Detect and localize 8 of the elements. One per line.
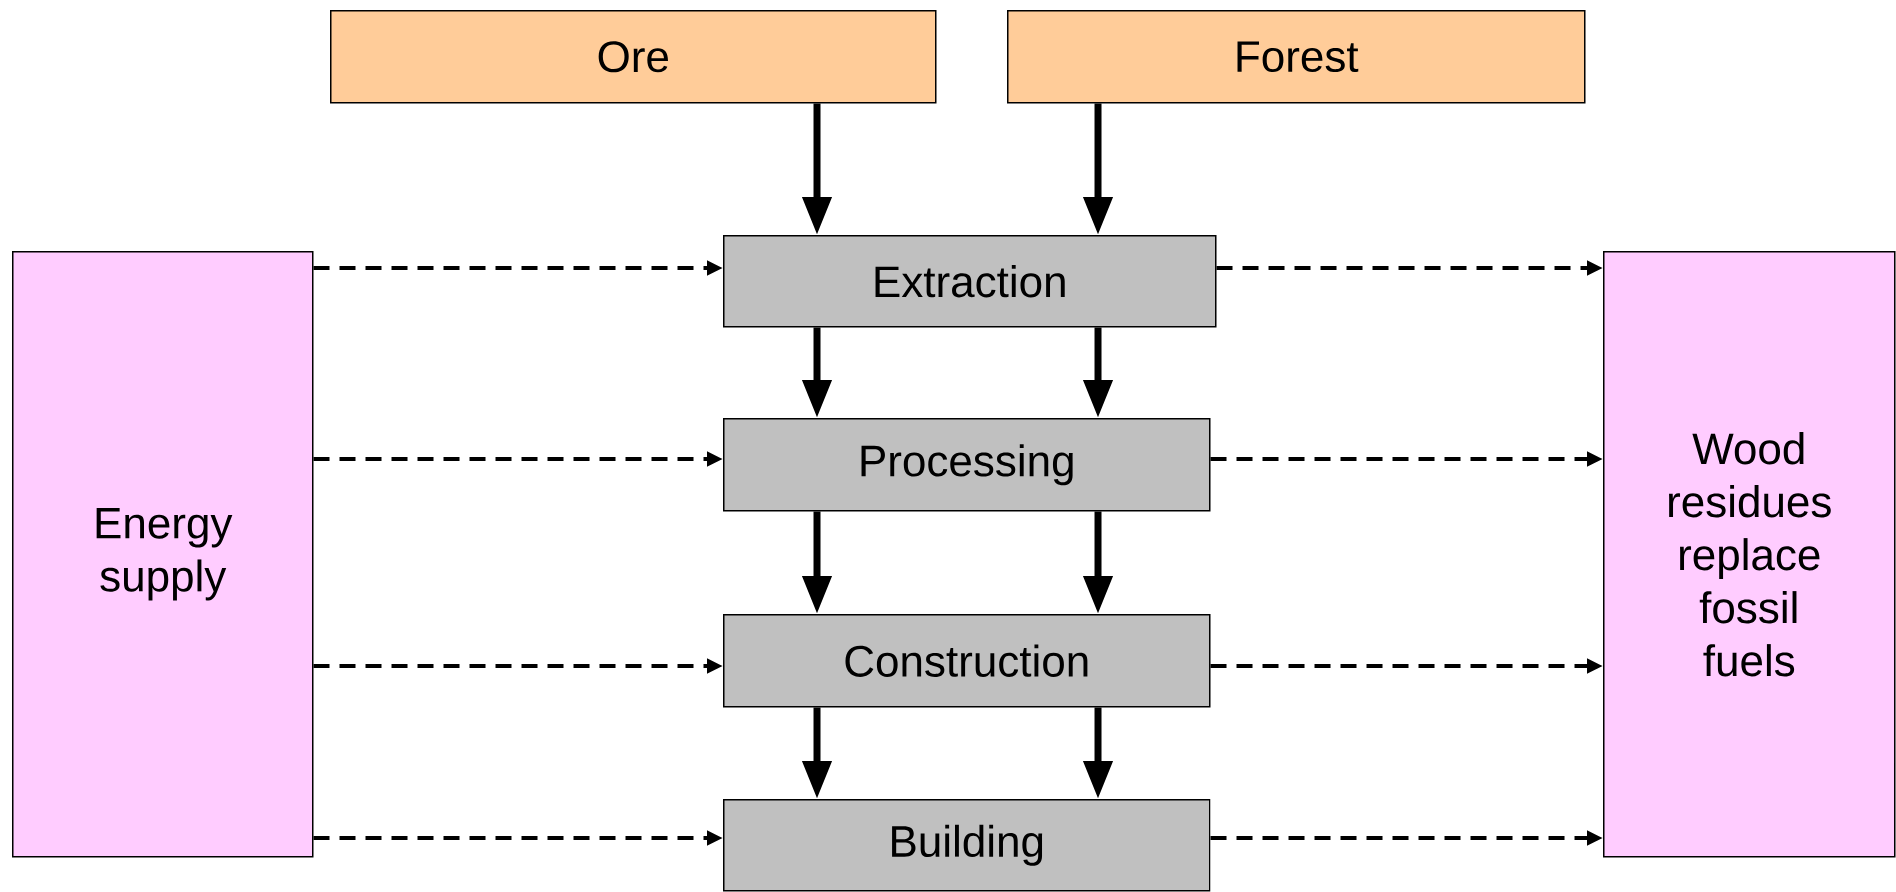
side-box: Energy supply: [12, 251, 314, 858]
process-box: Extraction: [723, 235, 1217, 328]
process-box: Construction: [723, 614, 1211, 708]
process-box: Building: [723, 799, 1211, 892]
source-box: Ore: [330, 10, 937, 104]
source-box: Forest: [1007, 10, 1586, 104]
process-box: Processing: [723, 418, 1211, 512]
side-box: Wood residues replace fossil fuels: [1603, 251, 1896, 858]
